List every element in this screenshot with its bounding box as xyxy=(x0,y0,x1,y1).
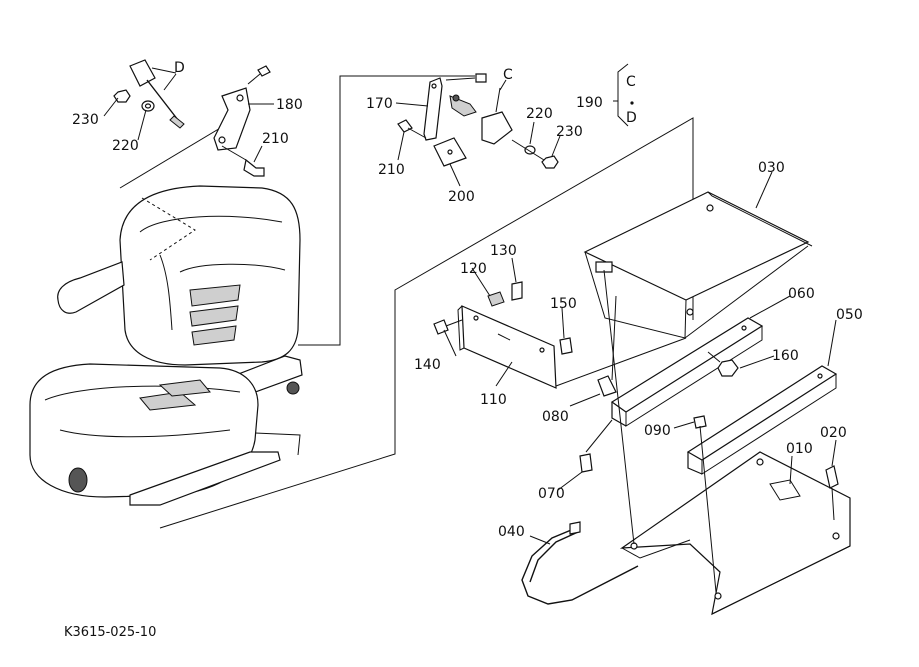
callout-190: 190 xyxy=(576,95,603,111)
callout-150: 150 xyxy=(550,296,577,312)
seat-assembly xyxy=(29,75,694,529)
nut-230-left xyxy=(113,89,131,103)
rail-050 xyxy=(686,365,838,475)
bolt-top-left xyxy=(247,65,271,85)
bracket-180 xyxy=(213,87,251,151)
plate-200 xyxy=(433,137,467,167)
callout-110: 110 xyxy=(480,392,507,408)
callout-160: 160 xyxy=(772,348,799,364)
seat-tray-030 xyxy=(583,191,813,339)
callout-060: 060 xyxy=(788,286,815,302)
clip-130 xyxy=(511,281,523,301)
callout-ref-d: D xyxy=(174,60,185,76)
switch-120 xyxy=(487,291,505,307)
callout-200: 200 xyxy=(448,189,475,205)
seat-belt-c xyxy=(449,87,513,145)
callout-220-left: 220 xyxy=(112,138,139,154)
callout-130: 130 xyxy=(490,243,517,259)
bolt-140 xyxy=(433,319,463,335)
bolt-150 xyxy=(559,337,573,355)
callout-190-ref-c: C xyxy=(626,74,636,90)
callout-230-left: 230 xyxy=(72,112,99,128)
bracket-170 xyxy=(423,73,487,141)
callout-050: 050 xyxy=(836,307,863,323)
callout-020: 020 xyxy=(820,425,847,441)
washer-220-left xyxy=(141,100,155,112)
bracket-080 xyxy=(597,375,617,397)
bolt-070 xyxy=(579,419,613,473)
bolt-020 xyxy=(825,465,839,521)
callout-210-center: 210 xyxy=(378,162,405,178)
callout-030: 030 xyxy=(758,160,785,176)
plate-110 xyxy=(457,305,557,389)
base-frame-010 xyxy=(619,451,851,616)
callout-220-center: 220 xyxy=(526,106,553,122)
diagram-code: K3615-025-10 xyxy=(64,625,156,640)
guide-lines xyxy=(555,269,721,593)
callout-090: 090 xyxy=(644,423,671,439)
label-bracket-190 xyxy=(613,63,634,127)
bolt-210-center xyxy=(397,119,427,139)
bolt-090 xyxy=(693,415,707,429)
callout-170: 170 xyxy=(366,96,393,112)
callout-070: 070 xyxy=(538,486,565,502)
callout-120: 120 xyxy=(460,261,487,277)
callout-230-center: 230 xyxy=(556,124,583,140)
callout-080: 080 xyxy=(542,409,569,425)
callout-190-ref-d: D xyxy=(626,110,637,126)
nut-230-center xyxy=(511,139,559,169)
callout-ref-c: C xyxy=(503,67,513,83)
callout-labels: 230 220 D 180 210 170 210 200 C 220 230 … xyxy=(64,60,863,640)
rail-060 xyxy=(610,317,764,427)
seat-belt-d xyxy=(129,59,185,129)
callout-180: 180 xyxy=(276,97,303,113)
callout-210-left: 210 xyxy=(262,131,289,147)
callout-010: 010 xyxy=(786,441,813,457)
nut-160 xyxy=(717,359,739,377)
callout-040: 040 xyxy=(498,524,525,540)
callout-leaders xyxy=(103,73,837,545)
wire-040 xyxy=(521,521,639,605)
bolt-210-left xyxy=(221,145,265,177)
callout-140: 140 xyxy=(414,357,441,373)
washer-220-center xyxy=(524,145,536,155)
